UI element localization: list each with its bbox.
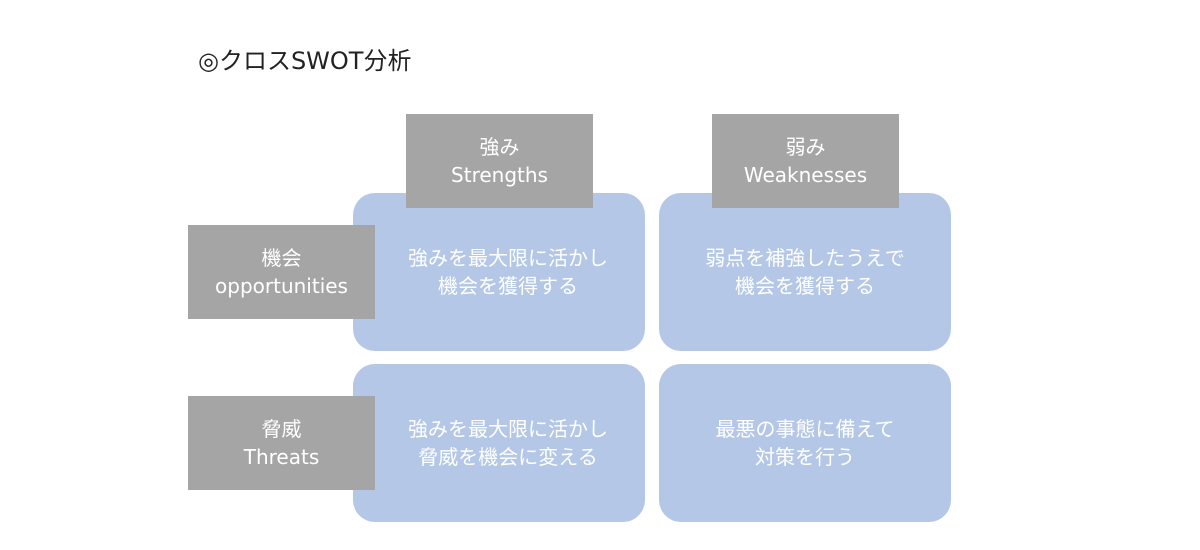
cell-text-line-2: 脅威を機会に変える	[418, 445, 598, 469]
cell-text-line-1: 強みを最大限に活かし	[408, 417, 608, 441]
cell-weaknesses-threats: 最悪の事態に備えて 対策を行う	[659, 364, 951, 522]
cell-text-line-2: 機会を獲得する	[438, 274, 578, 298]
header-text-line-1: 強み	[479, 135, 520, 159]
header-text-line-1: 弱み	[785, 135, 826, 159]
cell-strengths-opportunities: 強みを最大限に活かし 機会を獲得する	[353, 193, 645, 351]
cell-text-line-2: 対策を行う	[755, 445, 855, 469]
row-header-opportunities: 機会 opportunities	[188, 225, 375, 319]
cell-strengths-threats: 強みを最大限に活かし 脅威を機会に変える	[353, 364, 645, 522]
cell-text-line-2: 機会を獲得する	[735, 274, 875, 298]
column-header-strengths: 強み Strengths	[406, 114, 593, 208]
cell-weaknesses-opportunities: 弱点を補強したうえで 機会を獲得する	[659, 193, 951, 351]
header-text-line-2: Strengths	[451, 163, 548, 187]
cell-text-line-1: 強みを最大限に活かし	[408, 246, 608, 270]
row-header-threats: 脅威 Threats	[188, 396, 375, 490]
cell-text-line-1: 最悪の事態に備えて	[715, 417, 895, 441]
header-text-line-1: 脅威	[261, 417, 302, 441]
cell-text-line-1: 弱点を補強したうえで	[705, 246, 905, 270]
column-header-weaknesses: 弱み Weaknesses	[712, 114, 899, 208]
header-text-line-2: opportunities	[215, 274, 348, 298]
page-title: ◎クロスSWOT分析	[198, 47, 412, 75]
header-text-line-1: 機会	[261, 246, 302, 270]
header-text-line-2: Weaknesses	[743, 163, 868, 187]
header-text-line-2: Threats	[243, 445, 320, 469]
